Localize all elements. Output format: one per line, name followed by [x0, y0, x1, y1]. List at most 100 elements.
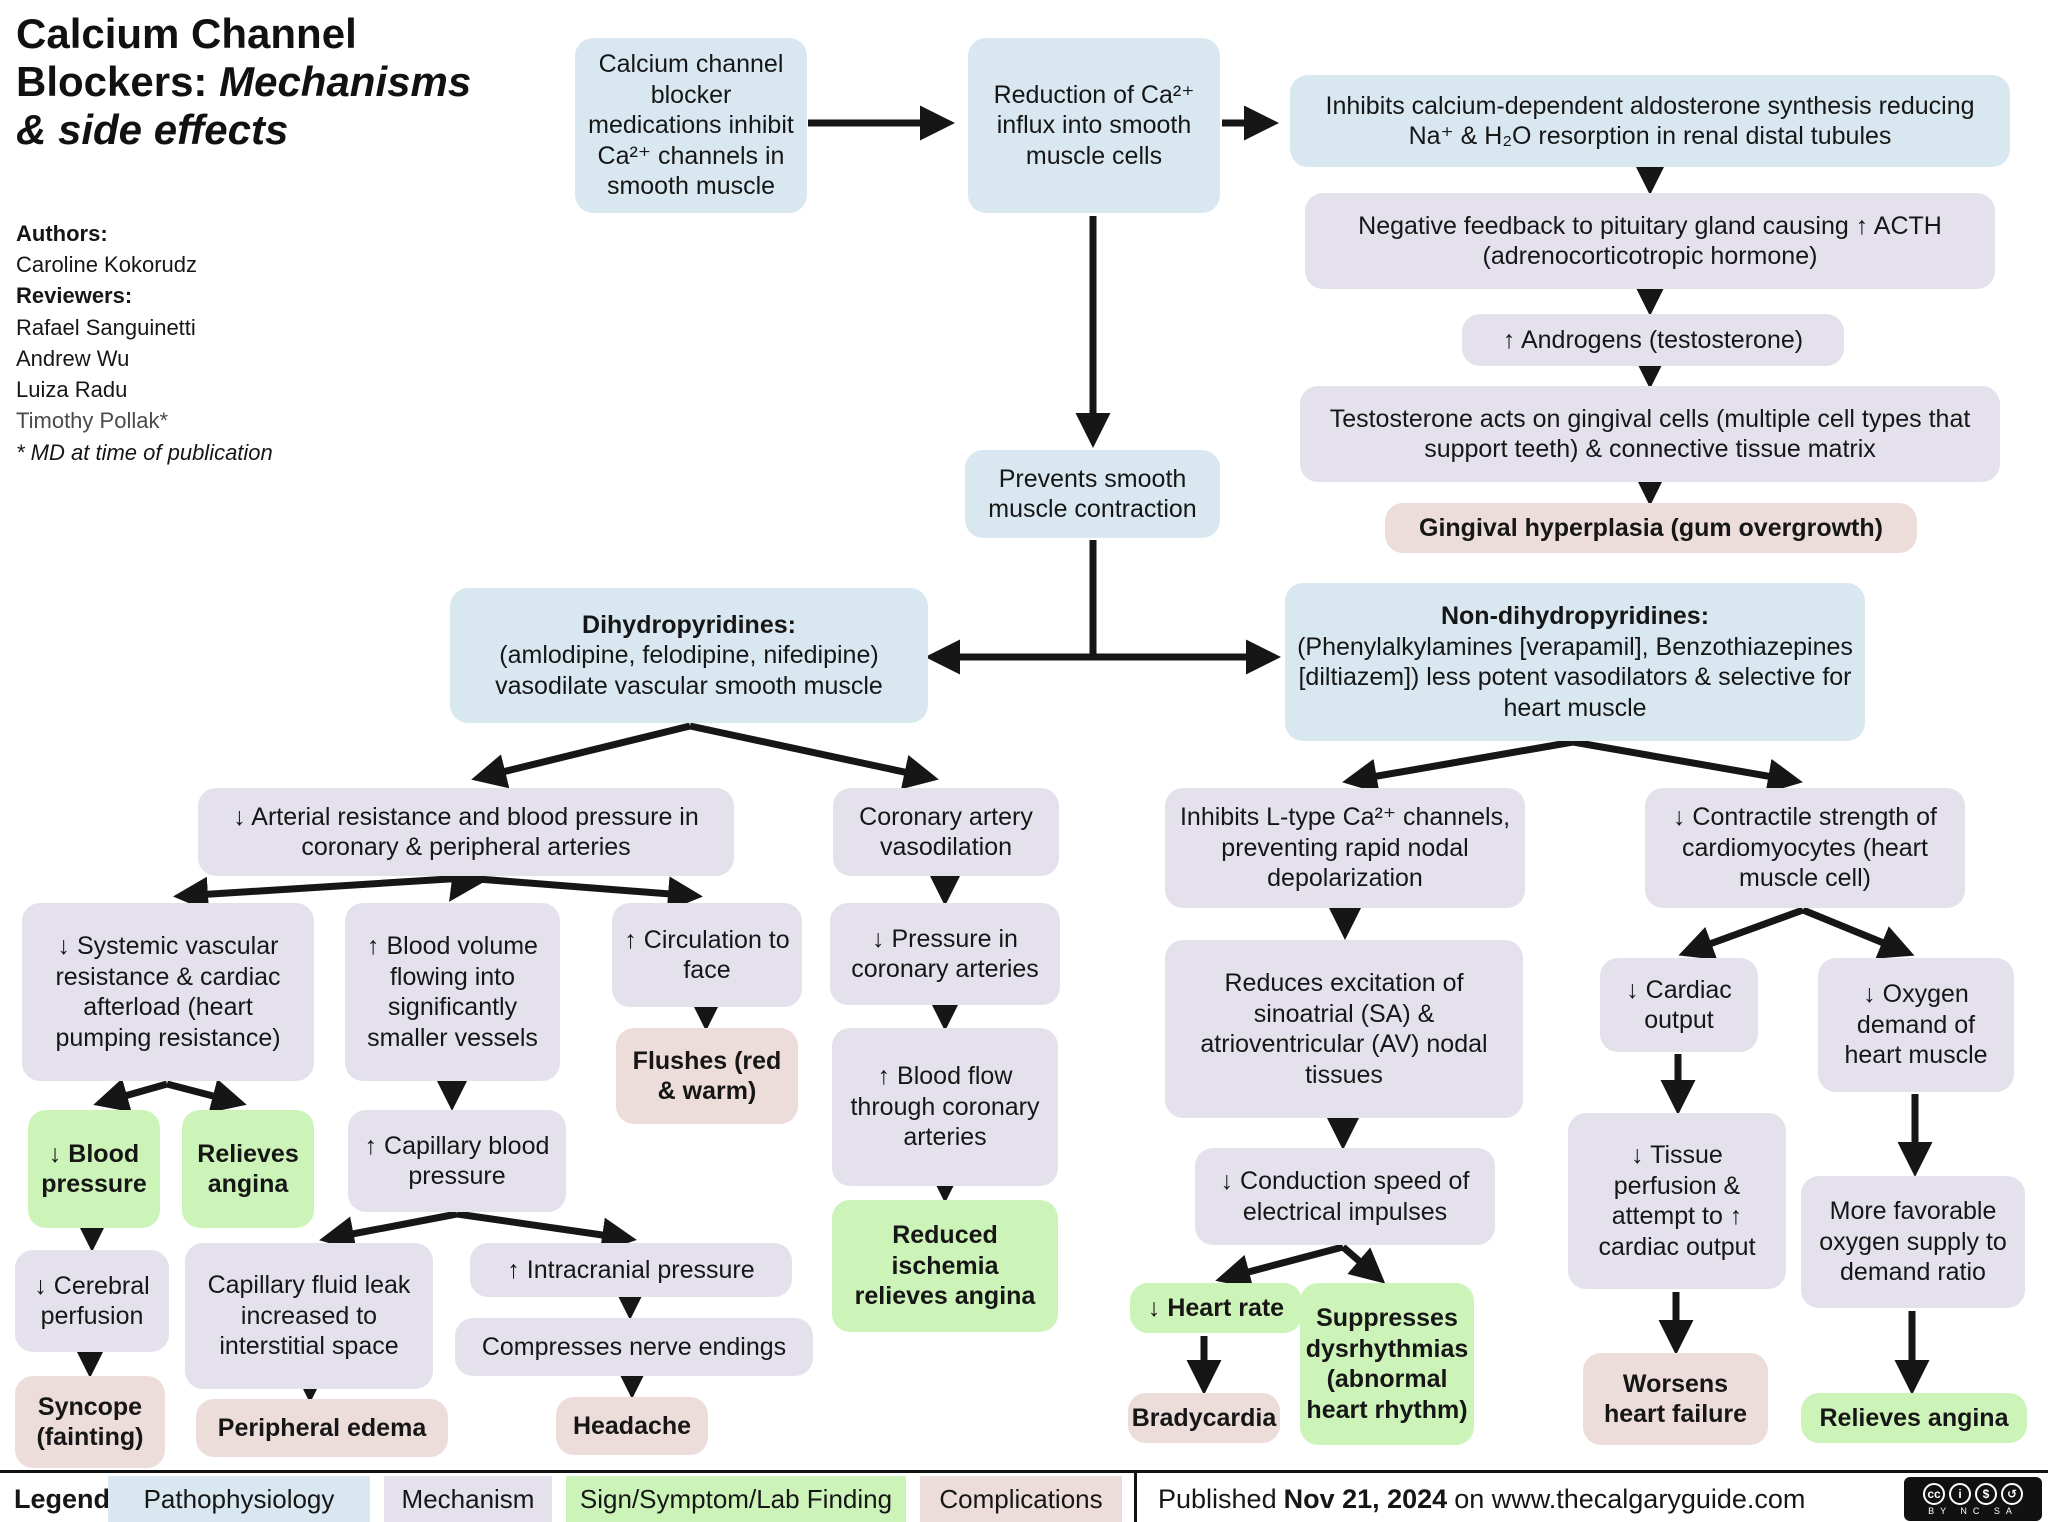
node-text: ↓ Heart rate	[1147, 1293, 1285, 1322]
published-note: Published Nov 21, 2024 on www.thecalgary…	[1158, 1476, 1805, 1522]
node-text: More favorable oxygen supply to demand r…	[1819, 1197, 2007, 1287]
reviewer-name: Luiza Radu	[16, 377, 128, 403]
legend-item-mechanism: Mechanism	[384, 1476, 552, 1522]
node-text: Inhibits calcium-dependent aldosterone s…	[1325, 91, 1975, 151]
node-text: ↓ Blood pressure	[41, 1139, 147, 1199]
node-text: Peripheral edema	[217, 1413, 427, 1442]
legend-item-sign: Sign/Symptom/Lab Finding	[566, 1476, 906, 1522]
node-reduces-excitation: Reduces excitation of sinoatrial (SA) & …	[1165, 940, 1523, 1118]
node-text: ↑ Capillary blood pressure	[364, 1131, 550, 1191]
legend-item-complications: Complications	[920, 1476, 1122, 1522]
node-tissue-perfusion: ↓ Tissue perfusion & attempt to ↑ cardia…	[1568, 1113, 1786, 1289]
node-ccb-medications: Calcium channel blocker medications inhi…	[575, 38, 807, 213]
node-blood-flow-coronary: ↑ Blood flow through coronary arteries	[832, 1028, 1058, 1186]
node-text: Headache	[572, 1411, 692, 1440]
published-date: Nov 21, 2024	[1283, 1483, 1448, 1514]
node-negative-feedback-acth: Negative feedback to pituitary gland cau…	[1305, 193, 1995, 289]
node-text: Bradycardia	[1131, 1403, 1277, 1432]
md-note: * MD at time of publication	[16, 439, 273, 465]
node-compresses-nerve-endings: Compresses nerve endings	[455, 1318, 813, 1376]
node-l-type-channels: Inhibits L-type Ca²⁺ channels, preventin…	[1165, 788, 1525, 908]
node-text: Syncope (fainting)	[36, 1392, 144, 1452]
node-contractile-strength: ↓ Contractile strength of cardiomyocytes…	[1645, 788, 1965, 908]
title-line2b: Mechanisms	[219, 57, 472, 105]
node-androgens: ↑ Androgens (testosterone)	[1462, 314, 1844, 366]
node-text: Calcium channel blocker medications inhi…	[588, 50, 794, 201]
node-text: Reduction of Ca²⁺ influx into smooth mus…	[993, 80, 1195, 170]
title-line1: Calcium Channel	[16, 10, 357, 57]
legend-item-pathophysiology: Pathophysiology	[108, 1476, 370, 1522]
node-text: Capillary fluid leak increased to inters…	[207, 1271, 411, 1361]
node-text: Inhibits L-type Ca²⁺ channels, preventin…	[1179, 803, 1511, 893]
node-text: ↓ Conduction speed of electrical impulse…	[1220, 1167, 1470, 1226]
published-site: on www.thecalgaryguide.com	[1454, 1483, 1806, 1514]
node-reduction-ca-influx: Reduction of Ca²⁺ influx into smooth mus…	[968, 38, 1220, 213]
credits-block: Authors: Caroline Kokorudz Reviewers: Ra…	[16, 218, 436, 468]
attribution-icon: i	[1949, 1482, 1971, 1505]
node-heading: Non-dihydropyridines:	[1440, 602, 1710, 630]
node-capillary-blood-pressure: ↑ Capillary blood pressure	[348, 1110, 566, 1212]
reviewer-name: Andrew Wu	[16, 345, 130, 371]
node-oxygen-demand: ↓ Oxygen demand of heart muscle	[1818, 958, 2014, 1092]
node-text: Reduced ischemia relieves angina	[854, 1221, 1036, 1311]
node-inhibits-aldosterone: Inhibits calcium-dependent aldosterone s…	[1290, 75, 2010, 167]
cc-caption: BY NC SA	[1928, 1505, 2018, 1516]
published-prefix: Published	[1158, 1483, 1277, 1514]
node-favorable-oxygen-ratio: More favorable oxygen supply to demand r…	[1801, 1176, 2025, 1308]
node-conduction-speed: ↓ Conduction speed of electrical impulse…	[1195, 1148, 1495, 1245]
title-line2a: Blockers:	[16, 57, 220, 105]
node-text: Gingival hyperplasia (gum overgrowth)	[1419, 513, 1883, 542]
sharealike-icon: ↺	[2001, 1482, 2023, 1505]
node-text: Relieves angina	[1819, 1403, 2009, 1432]
author-name: Caroline Kokorudz	[16, 252, 197, 278]
node-testosterone-gingival: Testosterone acts on gingival cells (mul…	[1300, 386, 2000, 482]
node-dihydropyridines: Dihydropyridines: (amlodipine, felodipin…	[450, 588, 928, 723]
node-systemic-vascular-resistance: ↓ Systemic vascular resistance & cardiac…	[22, 903, 314, 1081]
noncommercial-icon: $	[1975, 1482, 1997, 1505]
node-text: Reduces excitation of sinoatrial (SA) & …	[1200, 969, 1488, 1089]
node-text: ↑ Circulation to face	[624, 925, 790, 985]
authors-label: Authors:	[16, 221, 108, 246]
node-text: ↓ Pressure in coronary arteries	[851, 924, 1039, 984]
node-coronary-vasodilation: Coronary artery vasodilation	[833, 788, 1059, 876]
node-text: ↑ Intracranial pressure	[507, 1255, 755, 1284]
node-heading: Dihydropyridines:	[582, 610, 796, 639]
node-text: (Phenylalkylamines [verapamil], Benzothi…	[1297, 632, 1853, 722]
node-cerebral-perfusion: ↓ Cerebral perfusion	[15, 1250, 169, 1352]
cc-license-badge: cc i $ ↺ BY NC SA	[1904, 1477, 2042, 1521]
node-headache: Headache	[556, 1397, 708, 1455]
node-text: ↓ Tissue perfusion & attempt to ↑ cardia…	[1598, 1141, 1756, 1261]
node-reduced-ischemia: Reduced ischemia relieves angina	[832, 1200, 1058, 1332]
node-blood-pressure: ↓ Blood pressure	[28, 1110, 160, 1228]
node-text: ↑ Androgens (testosterone)	[1502, 325, 1804, 354]
reviewers-label: Reviewers:	[16, 283, 133, 309]
node-capillary-fluid-leak: Capillary fluid leak increased to inters…	[185, 1243, 433, 1389]
node-cardiac-output: ↓ Cardiac output	[1600, 958, 1758, 1052]
node-text: Testosterone acts on gingival cells (mul…	[1329, 404, 1971, 464]
node-text: (amlodipine, felodipine, nifedipine) vas…	[495, 641, 883, 700]
node-text: ↓ Contractile strength of cardiomyocytes…	[1672, 803, 1937, 893]
node-text: Negative feedback to pituitary gland cau…	[1358, 211, 1942, 271]
node-peripheral-edema: Peripheral edema	[196, 1399, 448, 1457]
node-text: Prevents smooth muscle contraction	[988, 464, 1197, 524]
reviewer-name: Timothy Pollak*	[16, 408, 169, 434]
node-blood-volume: ↑ Blood volume flowing into significantl…	[345, 903, 560, 1081]
node-heart-rate: ↓ Heart rate	[1130, 1283, 1302, 1333]
legend-divider	[1134, 1473, 1137, 1522]
node-pressure-coronary-arteries: ↓ Pressure in coronary arteries	[830, 903, 1060, 1005]
node-text: ↓ Systemic vascular resistance & cardiac…	[55, 932, 281, 1052]
node-text: ↓ Cerebral perfusion	[34, 1271, 150, 1331]
node-text: Flushes (red & warm)	[632, 1046, 782, 1106]
node-text: Suppresses dysrhythmias (abnormal heart …	[1305, 1304, 1469, 1424]
node-text: Relieves angina	[197, 1139, 299, 1199]
node-text: Compresses nerve endings	[481, 1332, 787, 1361]
node-text: Worsens heart failure	[1603, 1369, 1748, 1429]
node-bradycardia: Bradycardia	[1128, 1393, 1280, 1443]
node-gingival-hyperplasia: Gingival hyperplasia (gum overgrowth)	[1385, 503, 1917, 553]
page-title: Calcium Channel Blockers: Mechanisms & s…	[16, 10, 556, 154]
title-line3: & side effects	[16, 105, 289, 153]
node-worsens-heart-failure: Worsens heart failure	[1583, 1353, 1768, 1445]
node-arterial-resistance: ↓ Arterial resistance and blood pressure…	[198, 788, 734, 876]
node-intracranial-pressure: ↑ Intracranial pressure	[470, 1243, 792, 1297]
